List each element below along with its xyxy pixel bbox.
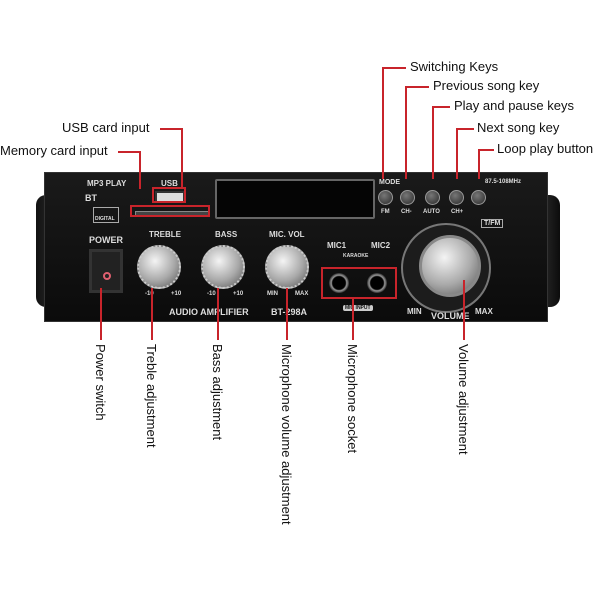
digital-logo: DIGITAL: [93, 207, 119, 223]
mic2-jack[interactable]: [367, 273, 387, 293]
callout-next-song: Next song key: [477, 120, 560, 135]
power-label: POWER: [89, 235, 124, 245]
audio-amplifier-label: AUDIO AMPLIFIER: [169, 307, 249, 317]
bass-knob[interactable]: [201, 245, 245, 289]
callout-previous-song: Previous song key: [433, 78, 540, 93]
usb-label: USB: [161, 179, 178, 188]
callout-play-pause: Play and pause keys: [454, 98, 574, 113]
mic-vol-label: MIC. VOL: [269, 230, 305, 239]
next-song-button[interactable]: [449, 190, 464, 205]
volume-knob[interactable]: [419, 235, 481, 297]
mic1-jack[interactable]: [329, 273, 349, 293]
callout-mic-socket: Microphone socket: [345, 344, 360, 454]
loop-play-button[interactable]: [471, 190, 486, 205]
bt-label: BT: [85, 193, 97, 203]
bass-label: BASS: [215, 230, 238, 239]
previous-song-button[interactable]: [400, 190, 415, 205]
power-switch[interactable]: [89, 249, 123, 293]
callout-volume: Volume adjustment: [456, 344, 471, 455]
callout-memory-card: Memory card input: [0, 143, 108, 158]
display-window: [215, 179, 375, 219]
callout-loop-play: Loop play button: [497, 141, 594, 156]
mode-button[interactable]: [378, 190, 393, 205]
callout-bass: Bass adjustment: [210, 344, 225, 441]
callout-power-switch: Power switch: [93, 344, 108, 421]
model-label: BT-298A: [271, 307, 308, 317]
mic-volume-knob[interactable]: [265, 245, 309, 289]
play-pause-button[interactable]: [425, 190, 440, 205]
callout-usb-input: USB card input: [62, 120, 150, 135]
treble-knob[interactable]: [137, 245, 181, 289]
mic-socket-box: [321, 267, 397, 299]
amplifier-front-panel: MP3 PLAY BT USB DIGITAL POWER TREBLE -10…: [44, 172, 548, 322]
callout-mic-volume: Microphone volume adjustment: [279, 344, 294, 525]
callout-treble: Treble adjustment: [144, 344, 159, 448]
callout-switching-keys: Switching Keys: [410, 59, 499, 74]
treble-label: TREBLE: [149, 230, 181, 239]
mp3-play-label: MP3 PLAY: [87, 179, 127, 188]
